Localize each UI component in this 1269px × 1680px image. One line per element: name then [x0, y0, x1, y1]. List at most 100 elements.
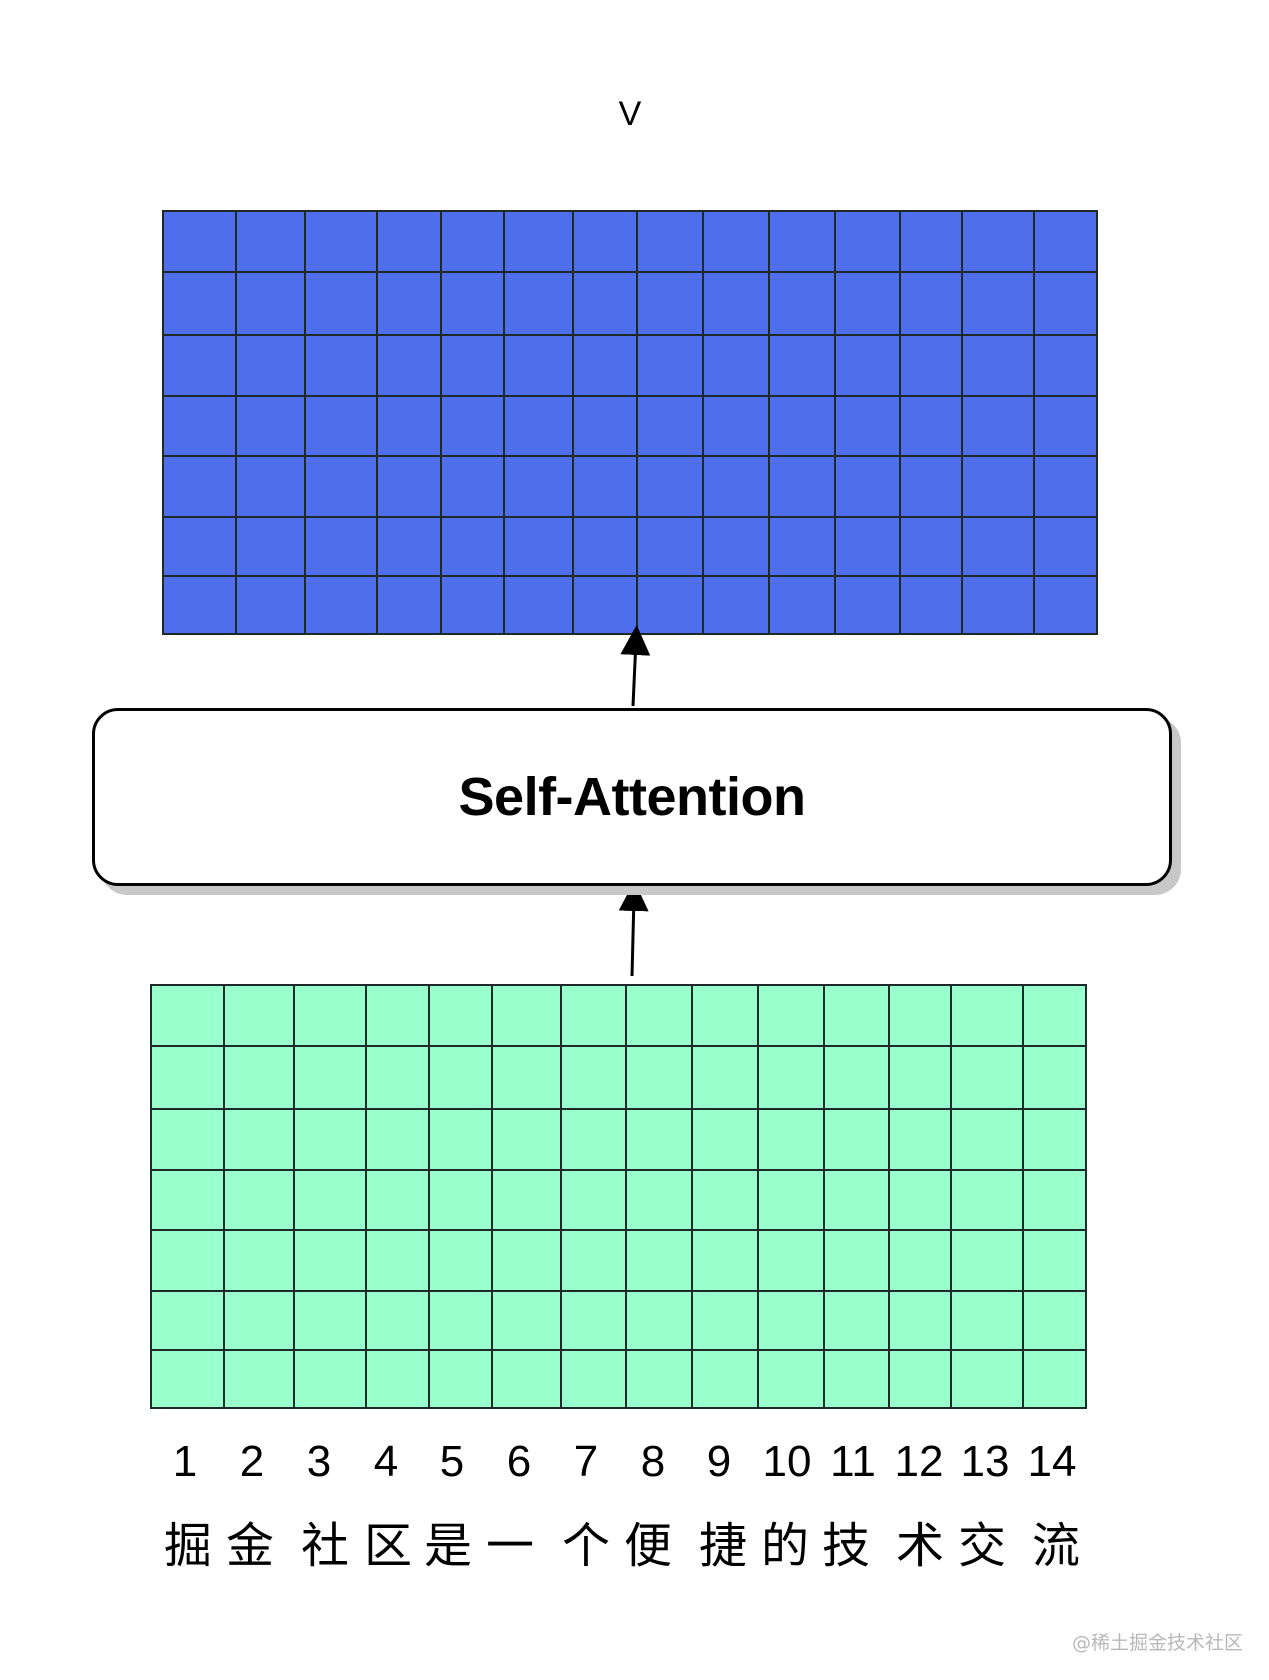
v-matrix-cell: [702, 334, 770, 397]
input-matrix-cell: [888, 1045, 952, 1110]
input-matrix-cell: [491, 1229, 562, 1292]
v-matrix-cell: [572, 334, 638, 397]
self-attention-label: Self-Attention: [458, 767, 806, 827]
position-number: 1: [172, 1437, 198, 1486]
watermark: @稀土掘金技术社区: [1072, 1632, 1244, 1654]
v-matrix-cell: [636, 210, 704, 273]
input-matrix-cell: [757, 1045, 825, 1110]
v-matrix-cell: [636, 395, 704, 457]
v-matrix-cell: [899, 271, 963, 336]
input-matrix-cell: [691, 1169, 759, 1231]
v-matrix-cell: [376, 455, 442, 518]
input-matrix-cell: [757, 1349, 825, 1409]
v-matrix-cell: [440, 516, 505, 577]
input-matrix-cell: [1022, 1290, 1087, 1351]
v-matrix-cell: [702, 395, 770, 457]
input-matrix-cell: [625, 1045, 693, 1110]
position-number: 14: [1027, 1437, 1077, 1486]
v-matrix-cell: [503, 395, 574, 457]
position-number: 8: [640, 1437, 666, 1486]
input-matrix-cell: [428, 1169, 493, 1231]
input-matrix-cell: [691, 1349, 759, 1409]
input-matrix-cell: [150, 1349, 225, 1409]
v-matrix-cell: [899, 210, 963, 273]
token-char: 一: [485, 1518, 534, 1574]
v-matrix-cell: [503, 210, 574, 273]
v-matrix-cell: [768, 334, 836, 397]
input-matrix-cell: [691, 984, 759, 1047]
input-matrix-cell: [823, 1290, 890, 1351]
v-matrix-cell: [235, 334, 306, 397]
v-matrix-cell: [235, 395, 306, 457]
token-char: 交: [957, 1518, 1006, 1574]
input-matrix-cell: [428, 1229, 493, 1292]
input-matrix-cell: [888, 1349, 952, 1409]
v-matrix-cell: [440, 575, 505, 635]
v-matrix-cell: [162, 395, 237, 457]
input-matrix-cell: [293, 1108, 367, 1171]
position-number: 7: [573, 1437, 599, 1486]
v-matrix-cell: [376, 395, 442, 457]
v-matrix-cell: [834, 271, 901, 336]
v-matrix-cell: [961, 516, 1035, 577]
input-matrix-cell: [150, 1169, 225, 1231]
v-matrix-cell: [572, 455, 638, 518]
v-matrix-cell: [1033, 395, 1098, 457]
input-matrix-cell: [365, 1108, 430, 1171]
v-matrix-cell: [503, 516, 574, 577]
arrow-input-to-box: [618, 881, 649, 977]
input-matrix-cell: [365, 1229, 430, 1292]
v-matrix-cell: [162, 210, 237, 273]
input-matrix-cell: [223, 1169, 295, 1231]
v-matrix-cell: [1033, 455, 1098, 518]
self-attention-box: Self-Attention: [92, 708, 1172, 886]
v-matrix-cell: [304, 271, 378, 336]
v-matrix-cell: [768, 210, 836, 273]
input-matrix-cell: [560, 1349, 627, 1409]
input-matrix-cell: [1022, 1349, 1087, 1409]
input-matrix-cell: [428, 1290, 493, 1351]
v-matrix-cell: [834, 516, 901, 577]
input-matrix-cell: [150, 1229, 225, 1292]
input-matrix-cell: [150, 1108, 225, 1171]
v-matrix-cell: [503, 334, 574, 397]
v-matrix-cell: [376, 516, 442, 577]
v-matrix-cell: [304, 395, 378, 457]
input-matrix-cell: [950, 1045, 1024, 1110]
v-matrix-cell: [702, 575, 770, 635]
input-matrix-cell: [888, 1108, 952, 1171]
input-matrix-cell: [950, 1169, 1024, 1231]
v-matrix-cell: [440, 334, 505, 397]
v-matrix-cell: [899, 455, 963, 518]
input-matrix-cell: [293, 1169, 367, 1231]
input-matrix-cell: [757, 1169, 825, 1231]
v-matrix-cell: [899, 575, 963, 635]
input-matrix-cell: [223, 1108, 295, 1171]
v-matrix-cell: [235, 271, 306, 336]
input-matrix-cell: [365, 1045, 430, 1110]
v-matrix-cell: [235, 575, 306, 635]
v-matrix-cell: [304, 516, 378, 577]
v-matrix-cell: [503, 271, 574, 336]
input-matrix-cell: [428, 1108, 493, 1171]
v-matrix-cell: [636, 455, 704, 518]
input-matrix-cell: [757, 1229, 825, 1292]
input-matrix-cell: [625, 1349, 693, 1409]
input-matrix-cell: [491, 1169, 562, 1231]
input-matrix-cell: [888, 1169, 952, 1231]
v-matrix-cell: [702, 455, 770, 518]
token-char: 掘: [163, 1518, 212, 1574]
token-char: 个: [561, 1518, 610, 1574]
v-matrix-cell: [572, 516, 638, 577]
v-matrix-cell: [1033, 516, 1098, 577]
position-number: 11: [830, 1437, 876, 1486]
v-matrix-cell: [162, 516, 237, 577]
token-char: 社: [300, 1518, 349, 1574]
input-matrix-cell: [950, 1229, 1024, 1292]
input-matrix-cell: [1022, 1108, 1087, 1171]
v-matrix-cell: [572, 395, 638, 457]
v-matrix-cell: [304, 210, 378, 273]
input-matrix-cell: [150, 1290, 225, 1351]
v-matrix-cell: [961, 210, 1035, 273]
